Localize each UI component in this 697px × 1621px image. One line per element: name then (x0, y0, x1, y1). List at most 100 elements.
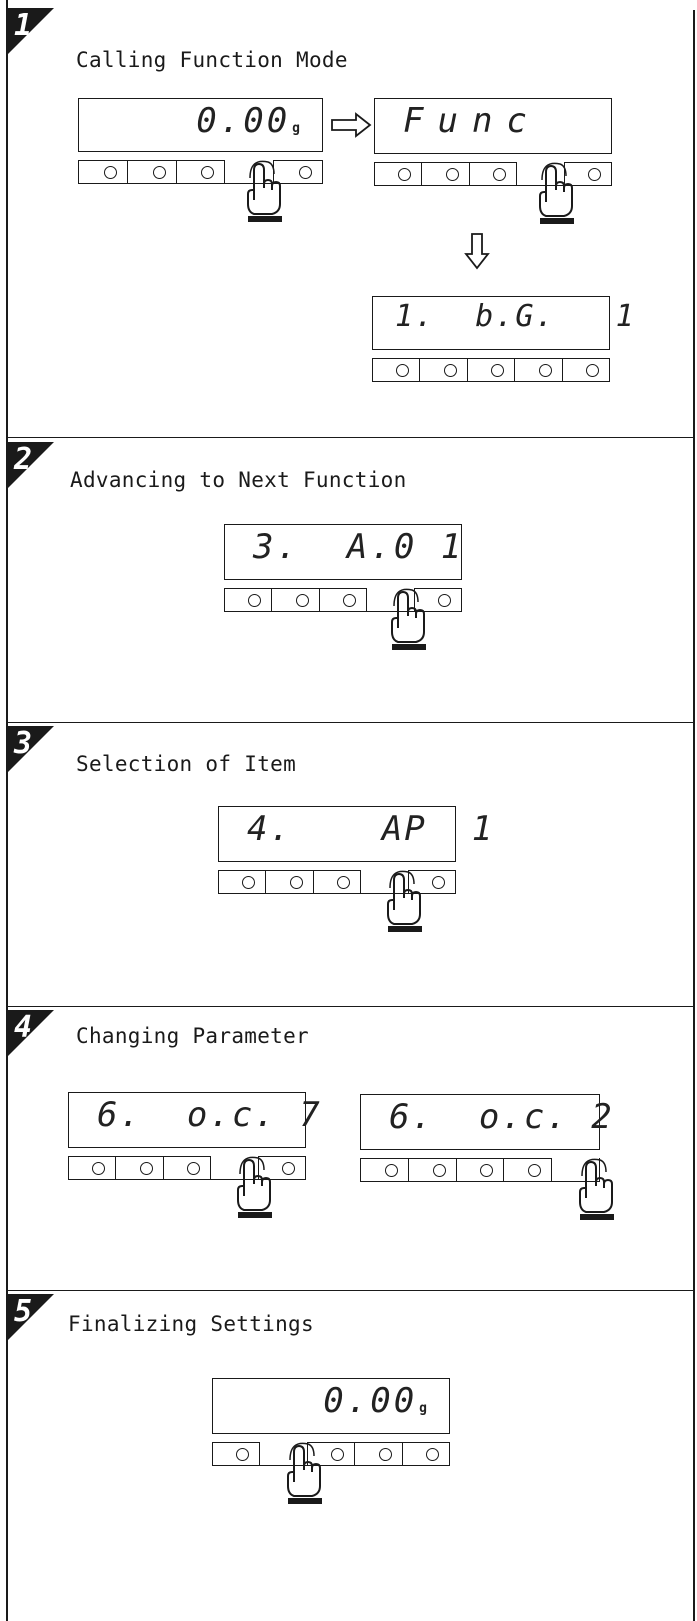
right-border (693, 10, 695, 1621)
key-2[interactable] (421, 162, 469, 186)
key-1[interactable] (372, 358, 420, 382)
step-3-number: 3 (14, 726, 33, 761)
key-4[interactable] (514, 358, 562, 382)
key-2[interactable] (126, 160, 176, 184)
key-4-pressed[interactable] (366, 588, 414, 612)
key-5[interactable] (413, 588, 463, 612)
key-2[interactable] (407, 1158, 456, 1182)
key-3[interactable] (162, 1156, 211, 1180)
circle-key-icon (337, 876, 351, 889)
step-1-number: 1 (14, 8, 33, 43)
circle-key-icon (152, 166, 166, 179)
pointing-hand-icon (387, 870, 422, 932)
pointing-hand-icon (579, 1158, 614, 1220)
circle-key-icon (493, 168, 507, 181)
circle-key-icon (480, 1164, 494, 1177)
hollow-right-arrow-icon (331, 112, 372, 138)
section-divider (6, 1290, 695, 1291)
circle-key-icon (588, 168, 602, 181)
circle-key-icon (438, 594, 452, 607)
pointing-hand-icon (237, 1156, 272, 1218)
key-row (68, 1156, 307, 1180)
key-1[interactable] (360, 1158, 408, 1182)
key-3[interactable] (455, 1158, 504, 1182)
key-4-pressed[interactable] (210, 1156, 258, 1180)
circle-key-icon (378, 1448, 392, 1461)
circle-key-icon (282, 1162, 296, 1175)
key-5[interactable] (407, 870, 457, 894)
display-panel: 6. o.c. 7 (68, 1092, 320, 1148)
circle-key-icon (586, 364, 600, 377)
display-readout: 1. b.G. 1 (395, 299, 636, 334)
circle-key-icon (331, 1448, 345, 1461)
key-1[interactable] (218, 870, 266, 894)
step-5-badge (8, 1294, 54, 1340)
key-1[interactable] (224, 588, 272, 612)
display-panel: Func (374, 98, 612, 154)
step-1-badge (8, 8, 54, 54)
key-2[interactable] (265, 870, 313, 894)
step-2-badge (8, 442, 54, 488)
step-4-title: Changing Parameter (76, 1024, 309, 1048)
section-divider (6, 437, 695, 438)
display-panel: 6. o.c. 2 (360, 1094, 614, 1150)
key-5[interactable] (257, 1156, 307, 1180)
key-2[interactable] (419, 358, 467, 382)
section-divider (6, 722, 695, 723)
key-row (372, 358, 611, 382)
key-3[interactable] (175, 160, 225, 184)
key-5[interactable] (561, 358, 611, 382)
key-1[interactable] (212, 1442, 260, 1466)
left-border (6, 0, 8, 1621)
step-4-badge (8, 1010, 54, 1056)
step-2-number: 2 (14, 442, 33, 477)
key-row (360, 1158, 600, 1182)
hollow-down-arrow-icon (464, 233, 490, 270)
circle-key-icon (236, 1448, 250, 1461)
circle-key-icon (491, 364, 505, 377)
circle-key-icon (432, 1164, 446, 1177)
key-3[interactable] (468, 162, 517, 186)
key-1[interactable] (374, 162, 422, 186)
key-4-pressed[interactable] (360, 870, 408, 894)
circle-key-icon (432, 876, 446, 889)
step-5-title: Finalizing Settings (68, 1312, 314, 1336)
key-2[interactable] (271, 588, 319, 612)
circle-key-icon (248, 594, 262, 607)
key-5[interactable] (401, 1442, 451, 1466)
key-5-pressed[interactable] (551, 1158, 600, 1182)
key-4-pressed[interactable] (224, 160, 274, 184)
key-3[interactable] (318, 588, 367, 612)
display-readout: 6. o.c. 2 (389, 1097, 614, 1137)
key-4[interactable] (503, 1158, 552, 1182)
circle-key-icon (92, 1162, 106, 1175)
step-4-number: 4 (14, 1010, 33, 1045)
key-2[interactable] (115, 1156, 163, 1180)
key-2-pressed[interactable] (259, 1442, 307, 1466)
key-3[interactable] (312, 870, 361, 894)
key-1[interactable] (78, 160, 127, 184)
display-panel: 4. AP 1 (218, 806, 492, 862)
step-5-number: 5 (14, 1294, 33, 1329)
circle-key-icon (242, 876, 256, 889)
key-4-pressed[interactable] (516, 162, 564, 186)
pointing-hand-icon (287, 1442, 322, 1504)
display-panel: 3. A.0 1 (224, 524, 462, 580)
key-3[interactable] (306, 1442, 355, 1466)
key-row (374, 162, 613, 186)
key-5[interactable] (563, 162, 613, 186)
key-1[interactable] (68, 1156, 116, 1180)
display-panel: 1. b.G. 1 (372, 296, 634, 350)
display-readout: Func (403, 101, 541, 141)
circle-key-icon (528, 1164, 542, 1177)
key-3[interactable] (466, 358, 515, 382)
key-row (212, 1442, 451, 1466)
pointing-hand-icon (391, 588, 426, 650)
circle-key-icon (343, 594, 357, 607)
circle-key-icon (289, 876, 303, 889)
key-row (78, 160, 323, 184)
step-1-title: Calling Function Mode (76, 48, 348, 72)
key-4[interactable] (354, 1442, 402, 1466)
